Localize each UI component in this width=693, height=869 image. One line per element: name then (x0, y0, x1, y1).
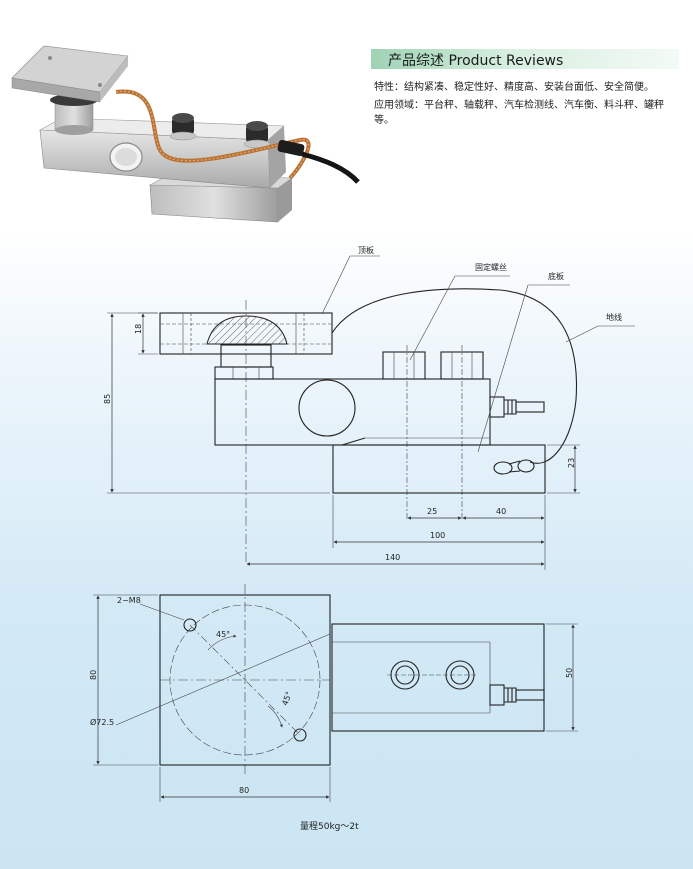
circle-diameter-label: Ø72.5 (90, 717, 114, 727)
section-title: 产品综述 Product Reviews (388, 53, 564, 69)
callout-fixing-bolt: 固定螺丝 (475, 262, 507, 272)
side-load-beam (214, 378, 491, 446)
technical-drawing: 顶板 固定螺丝 底板 地线 18 85 23 25 40 10 (89, 245, 635, 832)
side-ground-terminal (493, 459, 535, 475)
top-view: 2−M8 45° 45° Ø72.5 80 80 50 (89, 584, 578, 802)
dim-sensor-width: 50 (565, 668, 574, 678)
photo-top-plate (11, 45, 129, 103)
applications-text: 应用领域：平台秤、轴载秤、汽车检测线、汽车衡、料斗秤、罐秤等。 (374, 100, 664, 126)
capacity-label: 量程50kg～2t (300, 821, 359, 832)
callout-bottom-plate: 底板 (548, 271, 564, 281)
side-cable-gland (489, 396, 545, 418)
side-ground-wire (331, 288, 578, 464)
photo-signal-cable (277, 139, 360, 184)
dim-base-height: 23 (567, 458, 576, 468)
dim-total-length: 140 (385, 553, 400, 562)
photo-bolt-right (243, 121, 271, 149)
holes-label: 2−M8 (117, 596, 141, 605)
side-view: 顶板 固定螺丝 底板 地线 18 85 23 25 40 10 (103, 245, 635, 570)
dim-bolt-to-end: 40 (496, 507, 506, 516)
angle-upper-label: 45° (216, 630, 230, 639)
angle-lower-label: 45° (280, 690, 293, 706)
mounting-hole-upper (183, 618, 197, 632)
photo-bolt-left (169, 113, 197, 141)
dim-plate-thickness: 18 (134, 324, 143, 334)
side-fixing-bolts (382, 345, 484, 520)
side-base-plate (332, 444, 546, 494)
product-photo (11, 45, 360, 223)
dim-plate-height: 80 (89, 670, 98, 680)
callout-top-plate: 顶板 (358, 245, 374, 255)
header-bar (371, 49, 679, 69)
top-cable-gland (489, 684, 545, 706)
dim-plate-width: 80 (239, 786, 249, 795)
callout-ground-wire: 地线 (606, 312, 622, 322)
mounting-hole-lower (293, 728, 307, 742)
dim-base-length: 100 (430, 531, 445, 540)
top-fixing-bolts (387, 660, 478, 690)
dim-bolt-spacing: 25 (427, 507, 437, 516)
features-text: 特性：结构紧凑、稳定性好、精度高、安装台面低、安全简便。 (374, 82, 654, 93)
top-sensor-body (331, 623, 545, 732)
dim-total-height: 85 (103, 394, 112, 404)
